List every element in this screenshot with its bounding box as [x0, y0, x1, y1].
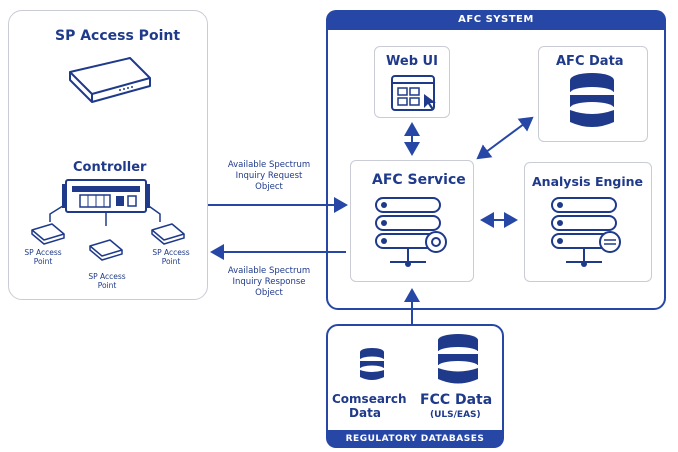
- analysis-engine-server-icon: [551, 197, 621, 267]
- fcc-data-title: FCC Data: [420, 392, 493, 408]
- web-ui-icon: [391, 75, 436, 111]
- afc-system-header: AFC SYSTEM: [326, 10, 666, 30]
- fcc-database-icon: [438, 334, 478, 384]
- regulatory-databases-footer: REGULATORY DATABASES: [326, 430, 504, 448]
- controller-device-icon: [62, 179, 150, 213]
- fcc-data-subtitle: (ULS/EAS): [430, 410, 481, 420]
- afc-data-title: AFC Data: [556, 54, 624, 69]
- ap-right-icon: [151, 223, 185, 245]
- afc-service-server-icon: [375, 197, 447, 267]
- comsearch-database-icon: [360, 348, 384, 380]
- ap-left-icon: [31, 223, 65, 245]
- sp-access-point-title: SP Access Point: [55, 28, 181, 44]
- controller-connection-lines: [49, 203, 161, 226]
- access-point-device-icon: [69, 57, 151, 103]
- analysis-engine-title: Analysis Engine: [532, 174, 644, 189]
- ap-center-icon: [89, 239, 123, 261]
- web-ui-title: Web UI: [386, 54, 438, 69]
- afc-service-title: AFC Service: [372, 172, 466, 188]
- data-service-arrow: [476, 116, 534, 160]
- controller-title: Controller: [73, 160, 147, 175]
- afc-data-database-icon: [570, 73, 614, 127]
